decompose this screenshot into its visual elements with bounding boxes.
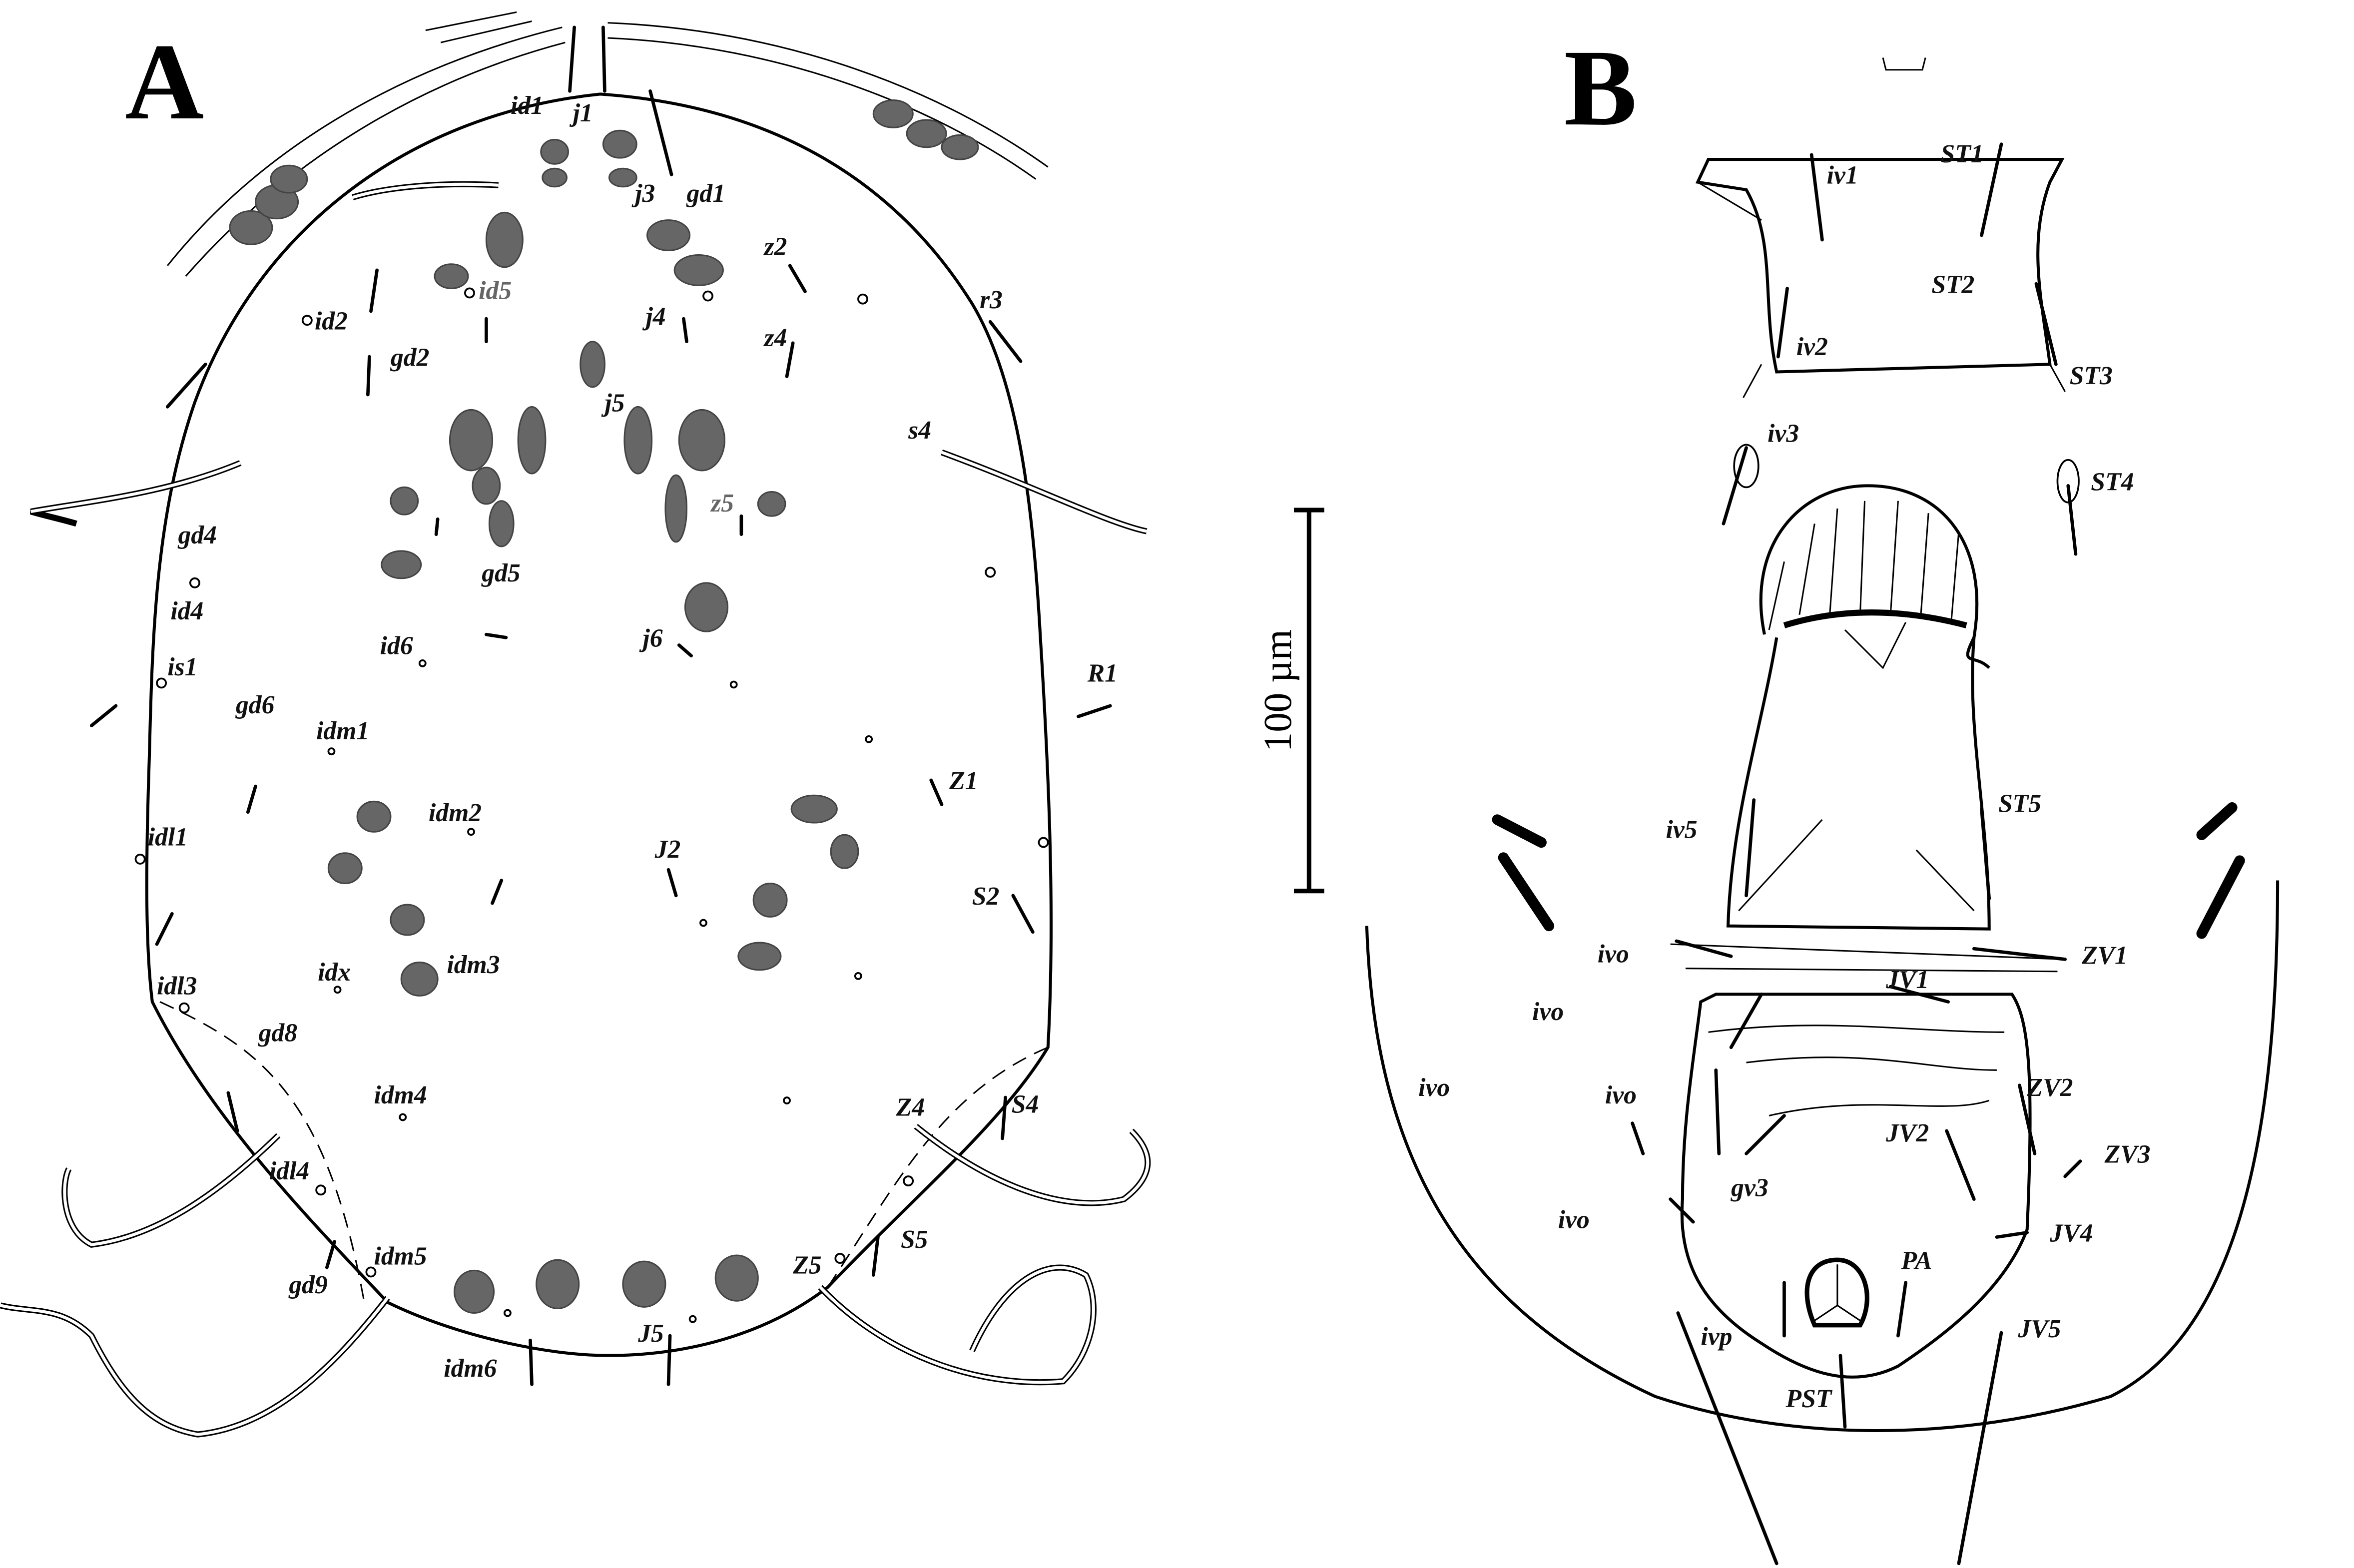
seta-label: j1 xyxy=(570,99,593,127)
seta-label: id4 xyxy=(170,597,203,625)
seta-labels-a: id1 j1 j3 gd1 z2 id5 id2 gd2 j4 z4 r3 j5… xyxy=(148,91,1118,1383)
seta-label: id5 xyxy=(479,277,512,305)
tritosternum-base xyxy=(1759,484,1990,669)
seta-label: idm6 xyxy=(444,1354,497,1383)
seta-label: j3 xyxy=(631,179,655,208)
panel-a-dorsal-shield: A xyxy=(0,11,1151,1438)
seta-label: gd6 xyxy=(235,691,275,719)
seta-label: ivo xyxy=(1598,940,1629,969)
seta-label: iv3 xyxy=(1767,419,1799,448)
seta-label: r3 xyxy=(980,286,1003,314)
seta-label: J5 xyxy=(637,1319,664,1348)
seta-label: gv3 xyxy=(1731,1174,1768,1202)
pores xyxy=(134,287,1049,1323)
seta-label: z5 xyxy=(710,489,734,518)
seta-label: idl4 xyxy=(269,1157,309,1185)
band-left xyxy=(167,26,563,266)
muscle-scars xyxy=(327,129,859,1314)
seta-label: idm1 xyxy=(316,717,369,745)
seta-label: z2 xyxy=(763,233,787,261)
seta-label: PST xyxy=(1785,1385,1833,1413)
panel-b-ventral: B iv1 ST1 ST2 iv2 ST3 iv3 ST4 iv5 ST5 xyxy=(1365,27,2280,1566)
seta-label: j4 xyxy=(642,302,665,331)
seta-label: JV5 xyxy=(2017,1315,2061,1343)
seta-label: ivo xyxy=(1605,1081,1637,1109)
seta-label: ivo xyxy=(1558,1205,1590,1234)
seta-label: iv2 xyxy=(1796,333,1828,361)
seta-label: j5 xyxy=(601,389,624,417)
setae-b xyxy=(1631,142,2082,1566)
seta-label: gd2 xyxy=(390,343,429,372)
seta-label: gd9 xyxy=(288,1271,327,1299)
seta-label: id1 xyxy=(511,91,544,120)
seta-label: ivo xyxy=(1418,1073,1450,1102)
panel-letter-b: B xyxy=(1564,27,1637,148)
seta-label: id2 xyxy=(315,307,348,335)
seta-label: z4 xyxy=(763,324,787,352)
seta-label: ST1 xyxy=(1940,140,1983,168)
seta-label: gd1 xyxy=(686,179,725,208)
seta-label: ivo xyxy=(1532,998,1564,1026)
seta-label: ivp xyxy=(1701,1322,1732,1351)
seta-label: gd5 xyxy=(481,559,520,587)
seta-label: s4 xyxy=(908,416,931,445)
seta-labels-b: iv1 ST1 ST2 iv2 ST3 iv3 ST4 iv5 ST5 ivo … xyxy=(1418,140,2150,1413)
seta-label: iv5 xyxy=(1666,815,1697,844)
seta-label: idx xyxy=(318,958,351,987)
seta-label: S4 xyxy=(1012,1090,1039,1118)
seta-label: idl1 xyxy=(148,823,188,852)
seta-label: ZV1 xyxy=(2081,942,2128,970)
sternal-shield xyxy=(1695,158,2065,374)
seta-label: ZV2 xyxy=(2027,1073,2073,1102)
seta-label: ZV3 xyxy=(2104,1140,2151,1169)
setae-short xyxy=(89,25,1112,1386)
seta-label: JV2 xyxy=(1885,1119,1929,1147)
seta-label: R1 xyxy=(1087,659,1118,687)
seta-label: ST5 xyxy=(1998,790,2041,818)
seta-label: J2 xyxy=(654,835,681,864)
scale-bar: 100 µm xyxy=(1256,508,1324,894)
genital-shield xyxy=(1726,637,1991,931)
seta-label: idm5 xyxy=(374,1242,427,1270)
seta-label: S2 xyxy=(972,882,1000,911)
seta-label: id6 xyxy=(380,632,413,660)
seta-label: idl3 xyxy=(157,972,197,1000)
seta-label: gd4 xyxy=(178,521,217,549)
seta-label: JV1 xyxy=(1885,966,1929,994)
seta-label: idm4 xyxy=(374,1081,427,1109)
seta-label: ST2 xyxy=(1931,270,1974,299)
dorsal-shield-outline xyxy=(145,92,1053,1357)
seta-label: gd8 xyxy=(258,1019,298,1047)
seta-label: JV4 xyxy=(2049,1219,2093,1248)
seta-label: is1 xyxy=(167,653,197,681)
seta-label: idm3 xyxy=(447,951,500,979)
scale-bar-label: 100 µm xyxy=(1256,629,1300,752)
seta-label: iv1 xyxy=(1827,161,1858,190)
seta-label: ST4 xyxy=(2091,468,2134,497)
seta-label: Z1 xyxy=(949,767,978,795)
seta-label: PA xyxy=(1900,1246,1932,1275)
seta-label: Z4 xyxy=(896,1093,925,1121)
seta-label: idm2 xyxy=(429,799,482,827)
seta-label: Z5 xyxy=(792,1251,821,1279)
seta-label: S5 xyxy=(901,1225,928,1254)
seta-label: ST3 xyxy=(2070,362,2113,390)
panel-letter-a: A xyxy=(125,21,204,142)
setae-long xyxy=(0,181,1151,1438)
seta-label: j6 xyxy=(639,624,662,652)
